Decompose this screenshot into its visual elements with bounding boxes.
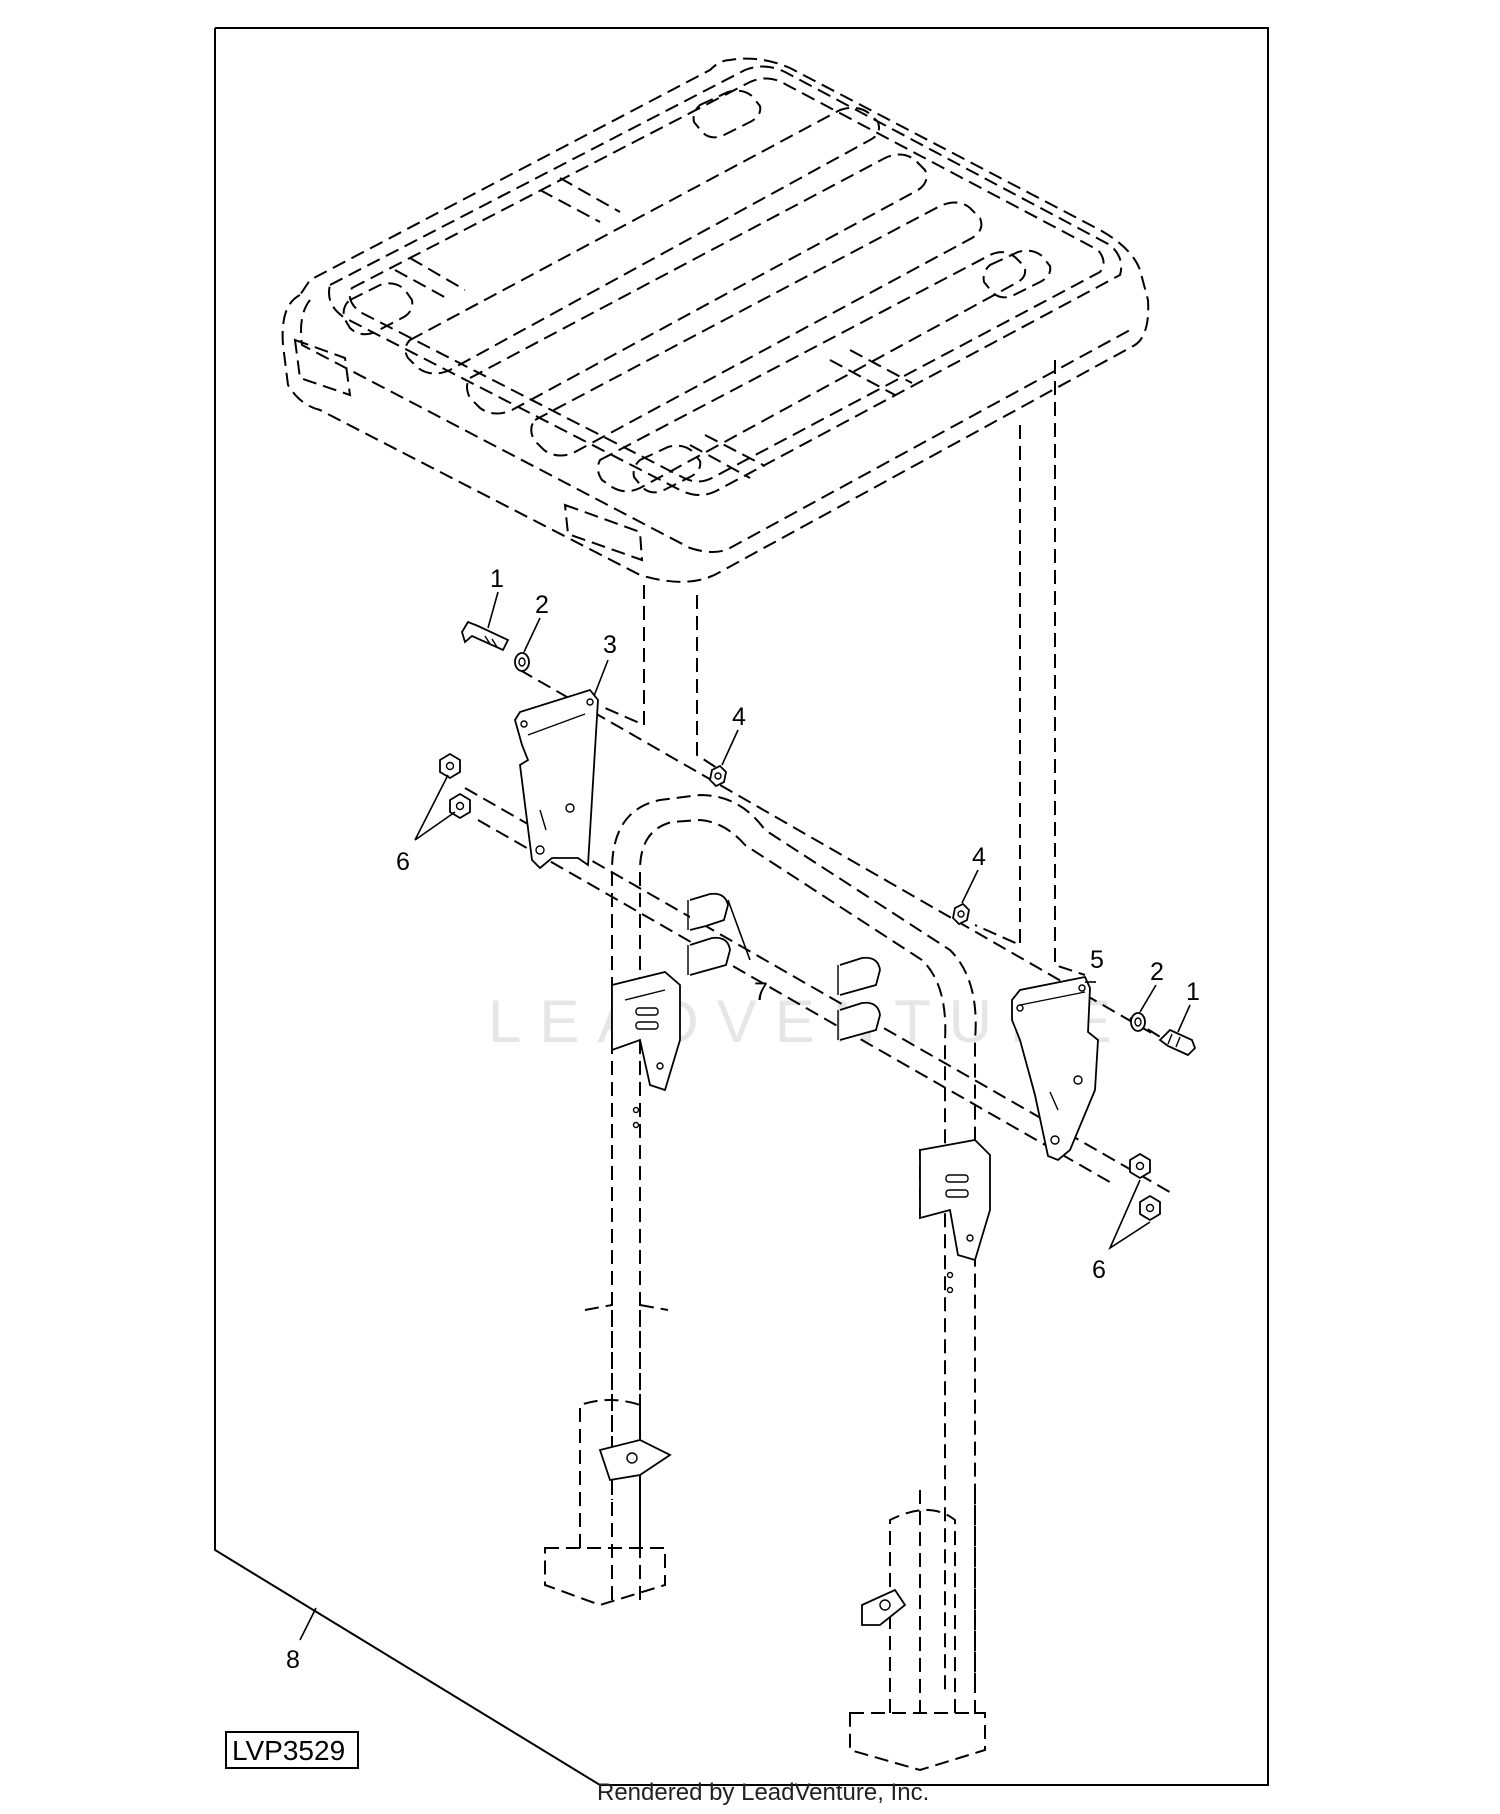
callout-7: 7	[754, 978, 768, 1006]
u-bolt-right	[837, 956, 881, 1041]
mount-bracket-left	[514, 688, 599, 870]
callout-6-left: 6	[396, 848, 410, 876]
u-bolt-left	[687, 892, 731, 976]
watermark: LEADVENTURE	[488, 988, 1129, 1055]
flange-nut-left-upper	[439, 752, 461, 780]
hinge-bracket-right	[919, 1139, 991, 1294]
callout-6-right: 6	[1092, 1256, 1106, 1284]
nut-upper	[709, 764, 727, 788]
base-bracket-left	[598, 1439, 672, 1482]
callout-2-left: 2	[535, 591, 549, 619]
figure-code-badge: LVP3529	[225, 1731, 359, 1769]
flange-nut-left-lower	[449, 792, 471, 820]
mount-bracket-right	[1011, 975, 1099, 1162]
callout-1-right: 1	[1186, 978, 1200, 1006]
canopy	[281, 57, 1150, 583]
callout-4-upper: 4	[732, 703, 746, 731]
frame-border	[214, 27, 1269, 1786]
base-bracket-right	[861, 1588, 907, 1626]
bolt-left	[461, 620, 510, 652]
callout-4-lower: 4	[972, 843, 986, 871]
callout-8: 8	[286, 1646, 300, 1674]
bolt-right	[1158, 1028, 1197, 1057]
washer-left	[514, 652, 530, 672]
washer-right	[1130, 1012, 1146, 1032]
nut-lower	[952, 902, 970, 926]
callout-5: 5	[1090, 946, 1104, 974]
figure-code: LVP3529	[232, 1735, 345, 1766]
callout-labels: 1 2 3 4 4 5 2 1 6 6 7 8	[286, 565, 1200, 1674]
callout-2-right: 2	[1150, 958, 1164, 986]
rollbar	[544, 793, 986, 1772]
callout-1-left: 1	[490, 565, 504, 593]
render-credit: Rendered by LeadVenture, Inc.	[597, 1779, 929, 1806]
leader-lines	[299, 591, 1191, 1641]
flange-nut-right-upper	[1129, 1152, 1151, 1180]
flange-nut-right-lower	[1139, 1194, 1161, 1222]
hinge-bracket-left	[611, 971, 681, 1129]
callout-3: 3	[603, 631, 617, 659]
